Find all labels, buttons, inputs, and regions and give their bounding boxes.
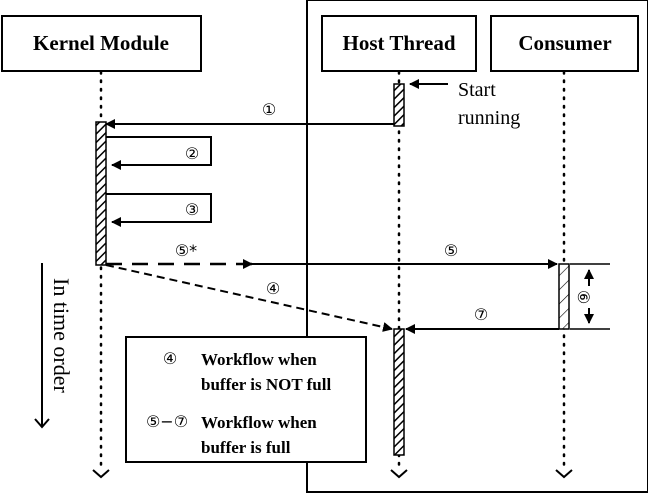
message-2-label: ② <box>185 144 199 163</box>
activation-host-end <box>393 328 405 456</box>
chevron-down-icon <box>390 469 408 479</box>
legend-item1-key: ④ <box>163 349 177 368</box>
message-4-arrow <box>105 264 393 332</box>
legend-item2-line1: Workflow when <box>201 413 317 432</box>
legend-item1-line2: buffer is NOT full <box>201 375 331 394</box>
legend: ④ Workflow when buffer is NOT full ⑤−⑦ W… <box>125 336 367 463</box>
activation-consumer <box>558 263 570 330</box>
arrow-down-icon <box>34 418 50 429</box>
duration-6-label-bg <box>581 286 597 308</box>
chevron-down-icon <box>92 469 110 479</box>
activation-host-start <box>393 83 405 127</box>
participant-host-label: Host Thread <box>343 31 456 55</box>
duration-6-label: ⑥ <box>574 290 593 304</box>
message-1-label: ① <box>262 100 276 119</box>
message-7-label: ⑦ <box>474 305 488 324</box>
legend-item1-line1: Workflow when <box>201 350 317 369</box>
activation-kernel <box>95 121 107 266</box>
message-3-arrow <box>106 193 212 227</box>
host-side-frame <box>306 0 648 493</box>
message-3-label: ③ <box>185 200 199 219</box>
time-order-label: In time order <box>49 278 74 394</box>
message-5-star-label: ⑤* <box>175 241 197 260</box>
start-running-line1: Start <box>458 79 496 101</box>
start-running-line2: running <box>458 107 520 129</box>
message-4-label: ④ <box>266 279 280 298</box>
chevron-down-icon <box>555 469 573 479</box>
participant-host-thread: Host Thread <box>321 15 477 72</box>
participant-consumer: Consumer <box>490 15 639 72</box>
message-2-arrow <box>106 136 212 170</box>
message-5-label: ⑤ <box>444 241 458 260</box>
participant-consumer-label: Consumer <box>518 31 611 55</box>
participant-kernel-module: Kernel Module <box>1 15 202 72</box>
legend-item2-key: ⑤−⑦ <box>146 412 188 431</box>
participant-kernel-label: Kernel Module <box>33 31 169 55</box>
legend-item2-line2: buffer is full <box>201 438 291 457</box>
